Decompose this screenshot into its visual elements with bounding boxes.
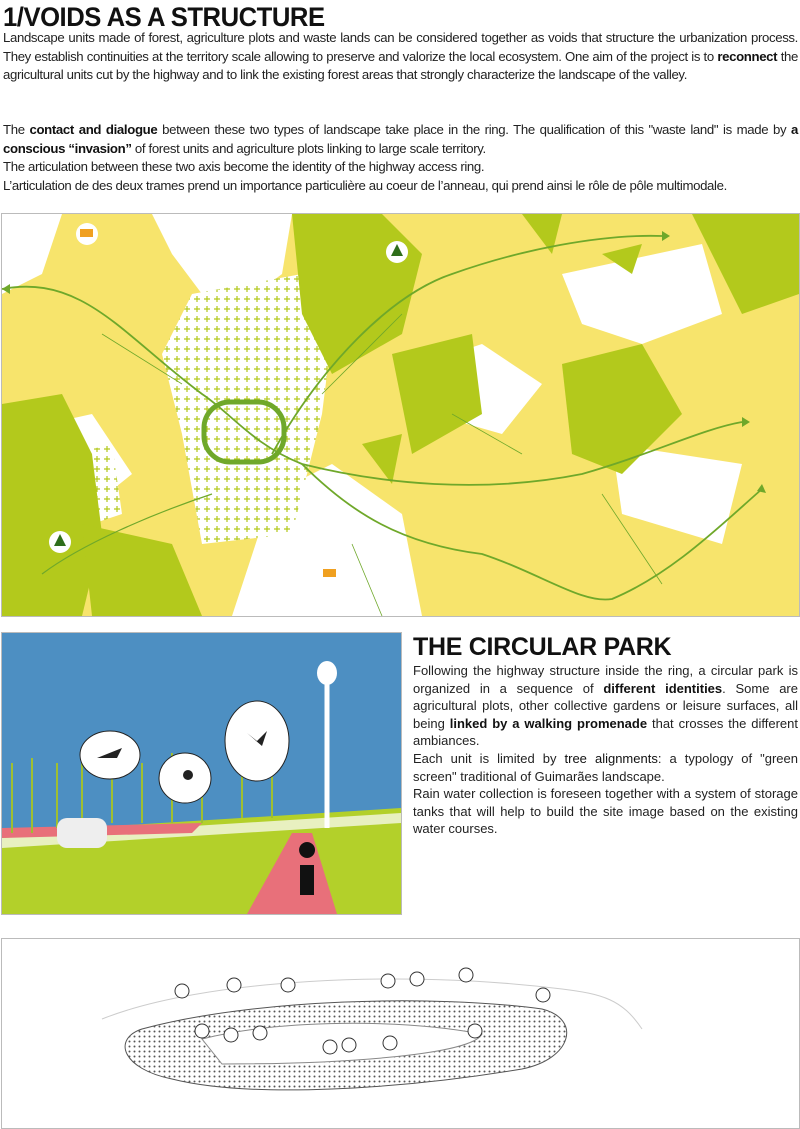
text: The xyxy=(3,122,30,137)
paragraph: Each unit is limited by tree alignments:… xyxy=(413,750,798,785)
text: Each unit is limited by xyxy=(413,750,565,766)
section-title-2: THE CIRCULAR PARK xyxy=(413,633,672,661)
text: : a typology of "green screen" tradition… xyxy=(413,750,798,784)
activity-markers xyxy=(174,967,551,1055)
text: Following the highway structure inside t… xyxy=(413,663,798,696)
promenade-path xyxy=(247,833,337,914)
territory-map xyxy=(1,213,800,617)
walking-person xyxy=(299,842,316,895)
emphasis-text: tree alignments xyxy=(564,750,658,766)
park-paragraph: Following the highway structure inside t… xyxy=(413,662,798,838)
intro-paragraph: Landscape units made of forest, agricult… xyxy=(3,29,798,85)
section-title: 1/VOIDS AS A STRUCTURE xyxy=(3,2,325,32)
highway-ring xyxy=(201,399,287,465)
green-routes xyxy=(2,234,763,616)
waste-land-area xyxy=(162,274,332,544)
text: . Some are agricultural plots, other col… xyxy=(413,680,798,731)
bold-text: reconnect xyxy=(717,48,778,64)
butterfly-icon xyxy=(247,731,267,746)
route-arrowheads xyxy=(2,231,766,493)
paragraph: Rain water collection is foreseen togeth… xyxy=(413,786,798,837)
bold-text: linked by a walking promenade xyxy=(449,715,648,731)
bold-text: contact and dialogue xyxy=(29,122,158,137)
circular-park-render xyxy=(1,632,402,915)
paragraph: Following the highway structure inside t… xyxy=(413,662,798,750)
forest-areas xyxy=(2,214,799,616)
bold-text: different identities xyxy=(603,680,723,696)
paragraph: The contact and dialogue between these t… xyxy=(3,121,798,158)
tractor-icon xyxy=(319,563,341,585)
runner-icon xyxy=(183,770,193,780)
intro-paragraph-2: The contact and dialogue between these t… xyxy=(3,121,798,195)
bold-text: a conscious “invasion” xyxy=(3,122,798,156)
tractor xyxy=(57,818,107,848)
text: of forest units and agriculture plots li… xyxy=(131,140,486,156)
tree-icon xyxy=(49,531,71,553)
text: between these two types of landscape tak… xyxy=(157,122,792,137)
tractor-icon xyxy=(76,223,98,245)
text: that crosses the different ambiances. xyxy=(413,715,798,749)
carrot-icon xyxy=(97,748,122,758)
paragraph: The articulation between these two axis … xyxy=(3,159,485,174)
tree-icon xyxy=(386,241,408,263)
text: the agricultural units cut by the highwa… xyxy=(3,48,798,83)
park-plan-diagram xyxy=(1,938,800,1129)
text: Landscape units made of forest, agricult… xyxy=(3,30,798,64)
paragraph: L’articulation de des deux trames prend … xyxy=(3,177,727,193)
